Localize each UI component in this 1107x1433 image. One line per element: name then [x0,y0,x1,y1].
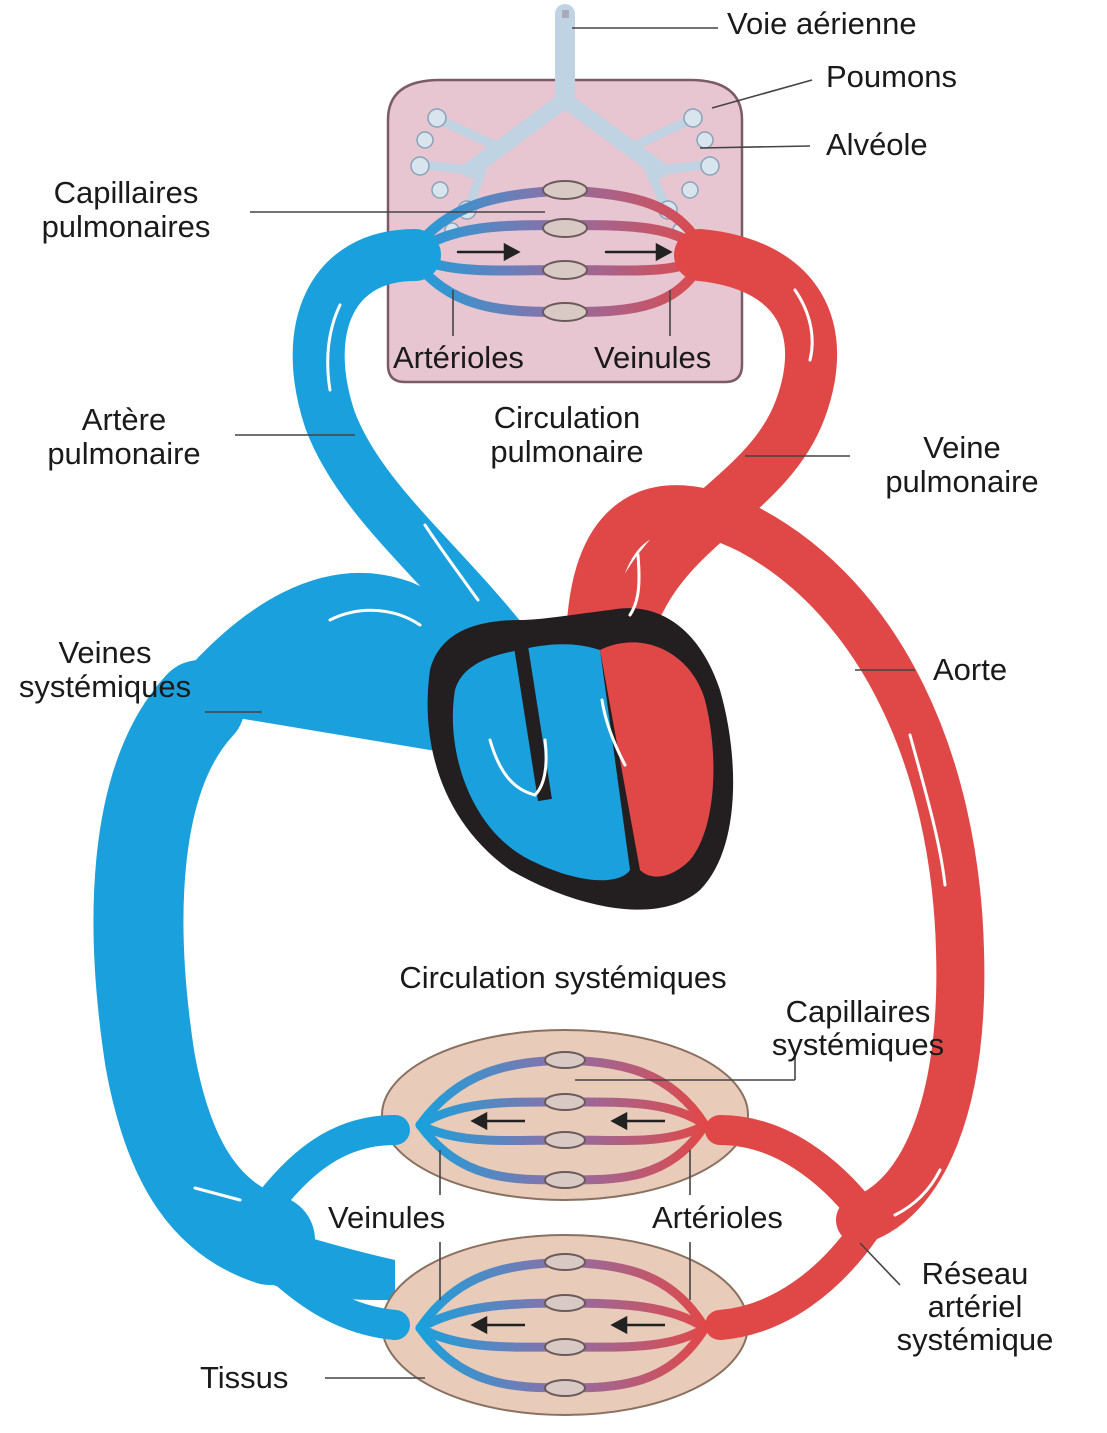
label-reseau-arteriel-systemique-2: artériel [928,1289,1023,1324]
flow-arrow [326,303,342,392]
label-alveole: Alvéole [826,127,928,162]
airway [420,4,710,210]
airway-opening [562,10,569,18]
label-circulation-pulmonaire-1: Circulation [494,400,640,435]
label-veinules-top: Veinules [594,340,711,375]
tissues [245,1029,880,1416]
flow-arrow [793,288,814,362]
label-capillaires-systemiques-2: systémiques [772,1027,944,1062]
flow-arrow [193,1186,242,1202]
label-tissus: Tissus [200,1360,288,1395]
septum [513,638,552,802]
flow-arrow [328,608,422,627]
pulmonary-vein [614,229,838,626]
flow-arrow [628,553,641,617]
label-capillaires-pulmonaires-2: pulmonaires [42,209,211,244]
flow-arrow [893,1168,942,1217]
label-arterioles-bottom: Artérioles [652,1200,783,1235]
heart [427,553,734,910]
label-capillaires-systemiques-1: Capillaires [786,994,931,1029]
label-veine-pulmonaire-1: Veine [923,430,1001,465]
flow-arrow [600,698,627,767]
label-veines-systemiques-1: Veines [58,635,151,670]
aorta [566,485,985,1244]
label-veinules-bottom: Veinules [328,1200,445,1235]
left-ventricle [600,642,714,877]
flow-arrow [908,733,947,887]
flow-arrow [423,523,480,602]
pulmonary-capillaries [405,180,710,322]
label-artere-pulmonaire-1: Artère [82,402,166,437]
label-artere-pulmonaire-2: pulmonaire [47,436,200,471]
label-circulation-pulmonaire-2: pulmonaire [490,434,643,469]
tissue-upper [381,1029,749,1201]
label-veine-pulmonaire-2: pulmonaire [885,464,1038,499]
label-veines-systemiques-2: systémiques [19,669,191,704]
label-arterioles-top: Artérioles [393,340,524,375]
label-circulation-systemiques: Circulation systémiques [399,960,726,995]
label-reseau-arteriel-systemique-3: systémique [897,1322,1054,1357]
flow-arrow [488,738,548,797]
label-voie-aerienne: Voie aérienne [727,6,917,41]
systemic-veins-trunk [93,660,315,1285]
leader-lines [205,27,915,1379]
label-capillaires-pulmonaires-1: Capillaires [54,175,199,210]
flow-arrow [203,813,234,927]
label-poumons: Poumons [826,59,957,94]
label-aorte: Aorte [933,652,1007,687]
pulmonary-artery [292,229,536,676]
label-reseau-arteriel-systemique-1: Réseau [922,1256,1029,1291]
